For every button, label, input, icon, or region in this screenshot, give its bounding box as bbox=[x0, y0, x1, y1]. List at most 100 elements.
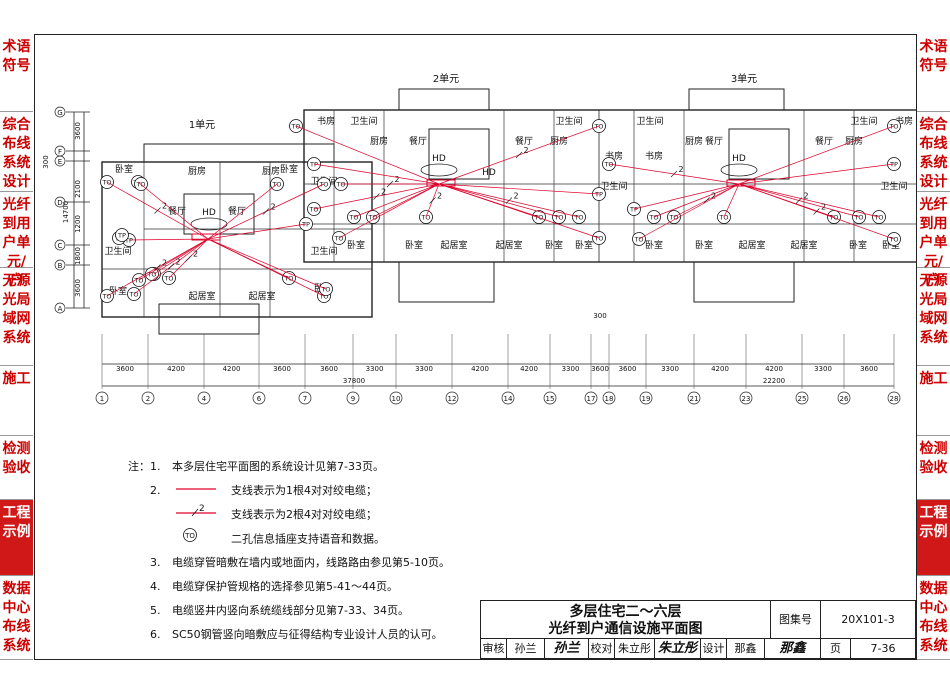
grid-col-12-icon bbox=[639, 391, 653, 405]
u2-cable-13 bbox=[438, 183, 600, 195]
unit2-balcony bbox=[398, 261, 495, 303]
room-bath-3c: 卫生间 bbox=[880, 180, 907, 192]
u2-count-9: 2 bbox=[513, 192, 518, 201]
note-2b: 2 支线表示为2根4对对绞电缆； bbox=[128, 503, 450, 527]
room-bedroom-2b: 卧室 bbox=[405, 239, 423, 251]
left-tab-2[interactable]: 光纤到用户单元/户 bbox=[0, 192, 33, 289]
u1-count-3: 2 bbox=[270, 203, 275, 212]
u3-count-3: 2 bbox=[711, 192, 716, 201]
room-living-2b: 起居室 bbox=[495, 239, 522, 251]
socket-38-label: TO bbox=[853, 214, 863, 222]
grid-col-3-label: 6 bbox=[257, 395, 262, 403]
u1-cable-13 bbox=[207, 238, 327, 290]
room-living-3a: 起居室 bbox=[738, 239, 765, 251]
bottom-dim-5: 3300 bbox=[366, 365, 384, 373]
socket-42-label: TO bbox=[128, 291, 138, 299]
u1-tick-0 bbox=[154, 207, 161, 214]
unit3-stair bbox=[728, 128, 790, 180]
bottom-dim-2: 4200 bbox=[223, 365, 241, 373]
room-bedroom-2d: 卧室 bbox=[575, 239, 593, 251]
grid-col-13-label: 21 bbox=[690, 395, 699, 403]
legend-single-cable-icon bbox=[175, 479, 228, 503]
page-value: 7-36 bbox=[870, 642, 896, 655]
note-5: 5.电缆竖井内竖向系统缆线部分见第7-33、34页。 bbox=[150, 604, 409, 617]
socket-35-label: TO bbox=[668, 214, 678, 222]
bottom-dim-14: 4200 bbox=[765, 365, 783, 373]
u1-cable-8 bbox=[153, 238, 209, 275]
left-tab-1[interactable]: 综合布线系统设计 bbox=[0, 112, 33, 192]
unit2-stair bbox=[428, 128, 490, 180]
right-tab-7[interactable]: 数据中心布线系统 bbox=[917, 576, 950, 660]
left-tab-6[interactable]: 工程示例 bbox=[0, 500, 33, 576]
notes: 注：1.本多层住宅平面图的系统设计见第7-33页。 2. 支线表示为1根4对对绞… bbox=[128, 455, 450, 647]
u1-cable-7 bbox=[138, 238, 209, 281]
u3-cable-1 bbox=[633, 183, 740, 210]
left-tab-7[interactable]: 数据中心布线系统 bbox=[0, 576, 33, 660]
unit-label-3: 3单元 bbox=[731, 73, 757, 85]
left-tab-0[interactable]: 术语符号 bbox=[0, 34, 33, 112]
review-label: 审核 bbox=[481, 639, 507, 658]
dim-300-center: 300 bbox=[593, 312, 606, 320]
socket-15-label: TO bbox=[318, 293, 328, 301]
u1-cable-5 bbox=[207, 223, 307, 240]
grid-col-2-icon bbox=[197, 391, 211, 405]
socket-17-label: TO bbox=[290, 123, 300, 131]
unit1-top-bay bbox=[143, 143, 335, 163]
socket-27-label: TO bbox=[573, 214, 583, 222]
grid-col-17-label: 28 bbox=[890, 395, 899, 403]
review-signature: 孙兰 bbox=[545, 639, 589, 658]
room-bath-3b: 卫生间 bbox=[850, 115, 877, 127]
socket-20-label: TP bbox=[594, 191, 603, 199]
u1-count-12: 2 bbox=[175, 258, 180, 267]
u3-cable-11 bbox=[738, 163, 895, 185]
room-dining-2b: 餐厅 bbox=[515, 135, 533, 147]
u1-count-6: 2 bbox=[162, 259, 167, 268]
unit3-balcony bbox=[693, 261, 795, 303]
right-tab-3[interactable]: 无源光局域网系统 bbox=[917, 268, 950, 366]
grid-col-14-label: 23 bbox=[742, 395, 751, 403]
bottom-dim-7: 4200 bbox=[471, 365, 489, 373]
bottom-dim-15: 3300 bbox=[814, 365, 832, 373]
right-tab-5[interactable]: 检测验收 bbox=[917, 436, 950, 500]
u3-tick-0 bbox=[670, 170, 678, 178]
vert-dim-4: 3600 bbox=[74, 279, 82, 297]
grid-col-14-icon bbox=[739, 391, 753, 405]
grid-row-4-label: C bbox=[58, 242, 63, 250]
right-tab-6[interactable]: 工程示例 bbox=[917, 500, 950, 576]
bottom-dim-13: 4200 bbox=[711, 365, 729, 373]
note-2c: TO 二孔信息插座支持语音和数据。 bbox=[128, 527, 450, 551]
bottom-dim-0: 3600 bbox=[116, 365, 134, 373]
u3-tick-9 bbox=[813, 208, 820, 215]
socket-16-label: TO bbox=[335, 181, 345, 189]
grid-col-4-label: 7 bbox=[303, 395, 307, 403]
u1-count-0: 2 bbox=[162, 202, 167, 211]
u2-cable-11 bbox=[438, 183, 600, 239]
right-tab-4[interactable]: 施工 bbox=[917, 366, 950, 436]
note-1: 注：1.本多层住宅平面图的系统设计见第7-33页。 bbox=[128, 460, 384, 473]
u3-cable-8 bbox=[638, 183, 740, 240]
room-kitchen-2a: 厨房 bbox=[370, 135, 388, 147]
grid-col-1-icon bbox=[141, 391, 155, 405]
vert-dim-300: 300 bbox=[42, 155, 50, 168]
right-tab-1[interactable]: 综合布线系统设计 bbox=[917, 112, 950, 192]
u3-count-0: 2 bbox=[678, 165, 683, 174]
page-label: 页 bbox=[821, 639, 851, 658]
room-bedroom-3c: 卧室 bbox=[849, 239, 867, 251]
u1-cable-4 bbox=[128, 238, 209, 241]
left-tab-5[interactable]: 检测验收 bbox=[0, 436, 33, 500]
socket-26-label: TO bbox=[553, 214, 563, 222]
u1-tick-12 bbox=[167, 263, 175, 270]
room-living-1b: 起居室 bbox=[248, 290, 275, 302]
room-bath-3a: 卫生间 bbox=[636, 115, 663, 127]
grid-row-0-icon bbox=[54, 106, 66, 118]
grid-row-5-label: B bbox=[58, 262, 63, 270]
left-tab-4[interactable]: 施工 bbox=[0, 366, 33, 436]
left-tab-3[interactable]: 无源光局域网系统 bbox=[0, 268, 33, 366]
room-kitchen-1a: 厨房 bbox=[188, 165, 206, 177]
right-tab-2[interactable]: 光纤到用户单元/户 bbox=[917, 192, 950, 289]
socket-39-label: TO bbox=[873, 214, 883, 222]
vert-dim-total: 14700 bbox=[62, 201, 70, 223]
right-tab-0[interactable]: 术语符号 bbox=[917, 34, 950, 112]
room-dining-3b: 餐厅 bbox=[815, 135, 833, 147]
hd-unit2-label: HD bbox=[432, 154, 446, 164]
